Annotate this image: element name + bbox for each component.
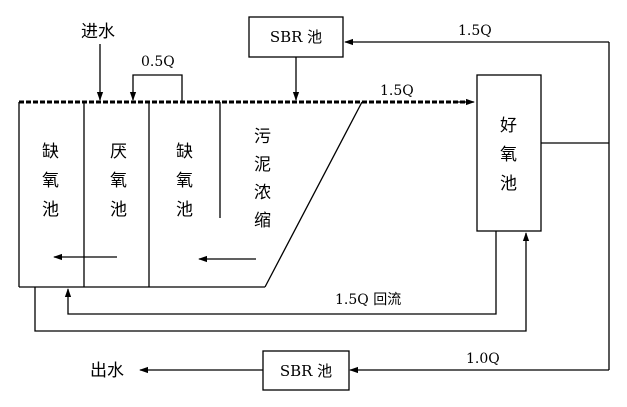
sludge-return-arrow xyxy=(64,231,497,315)
svg-text:池: 池 xyxy=(176,200,193,220)
svg-text:浓: 浓 xyxy=(254,183,271,203)
outer-feed-loop-arrow xyxy=(34,232,530,332)
svg-text:污: 污 xyxy=(254,127,271,147)
thickener-slope-wall xyxy=(264,101,363,288)
tank-label-anoxic-2: 缺 氧 池 xyxy=(176,142,193,220)
svg-text:泥: 泥 xyxy=(254,155,271,175)
svg-text:缩: 缩 xyxy=(254,211,271,231)
aerobic-label-1: 好 xyxy=(500,116,517,136)
outlet-label: 出水 xyxy=(90,361,124,381)
sbr-top-feed-label: 1.5Q xyxy=(458,23,492,39)
inlet-label: 进水 xyxy=(81,22,115,42)
svg-text:氧: 氧 xyxy=(42,171,59,191)
aerobic-label-2: 氧 xyxy=(500,145,517,165)
svg-text:缺: 缺 xyxy=(42,142,59,162)
aerobic-tank xyxy=(476,74,542,232)
sbr-tank-top-label: SBR 池 xyxy=(270,28,322,46)
svg-text:氧: 氧 xyxy=(110,171,127,191)
svg-text:厌: 厌 xyxy=(110,142,127,162)
svg-text:缺: 缺 xyxy=(176,142,193,162)
svg-text:池: 池 xyxy=(110,200,127,220)
sbr-tank-bottom-label: SBR 池 xyxy=(280,362,332,380)
recycle-bracket-arrow xyxy=(129,74,183,101)
recycle-flow-label: 0.5Q xyxy=(141,54,175,70)
main-flow-label: 1.5Q xyxy=(380,83,414,99)
main-tank-block xyxy=(18,100,363,288)
tank-label-anoxic-1: 缺 氧 池 xyxy=(42,142,59,220)
tank-label-anaerobic: 厌 氧 池 xyxy=(110,142,127,220)
sludge-return-label: 1.5Q 回流 xyxy=(335,292,401,308)
svg-text:氧: 氧 xyxy=(176,171,193,191)
tank-label-sludge-thickener: 污 泥 浓 缩 xyxy=(254,127,271,231)
aerobic-label-3: 池 xyxy=(500,174,517,194)
svg-text:池: 池 xyxy=(42,200,59,220)
sbr-bottom-feed-label: 1.0Q xyxy=(466,351,500,367)
